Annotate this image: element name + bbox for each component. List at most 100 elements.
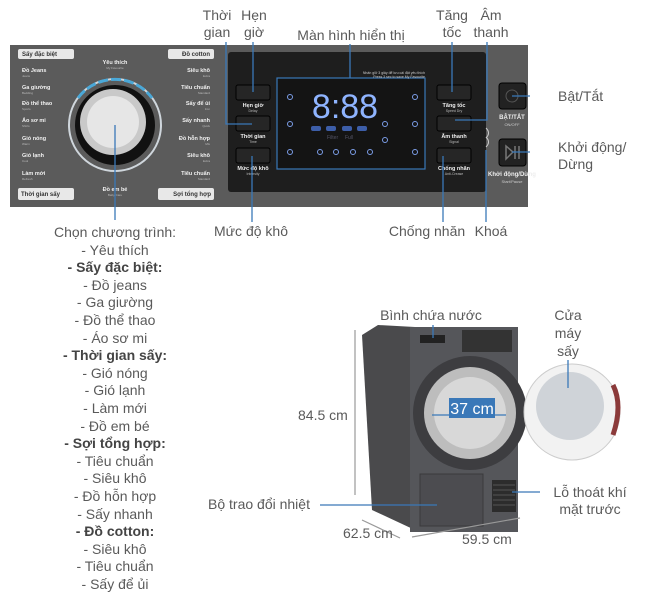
label-height: 84.5 cm: [298, 407, 348, 423]
lcd-icons: [287, 94, 418, 155]
button-label-en: Signal: [449, 140, 459, 144]
lcd-indicator-icon: [382, 121, 388, 127]
button-label: Hẹn giờ: [243, 103, 264, 109]
program-list-item: - Đồ jeans: [83, 276, 147, 293]
label-width: 59.5 cm: [462, 531, 512, 547]
program-list-item: - Đồ thể thao: [74, 311, 156, 328]
dial-option-right: Tiêu chuẩn: [181, 84, 211, 91]
program-list-item: - Sấy đặc biệt:: [67, 259, 163, 276]
lcd-segment-icon: [311, 126, 321, 131]
group-cotton: Đồ cotton: [182, 52, 210, 58]
lcd-indicator-icon: [333, 149, 339, 155]
button-label-en: Anti-Crease: [445, 172, 464, 176]
power-label: BẬT/TẮT: [499, 113, 525, 121]
dial-option-left-en: Refresh: [22, 177, 33, 181]
lcd-indicator-icon: [317, 149, 323, 155]
dial-option-left: Gió lạnh: [22, 153, 45, 159]
button-speed-dry[interactable]: [436, 84, 472, 101]
lcd-segment-icon: [342, 126, 352, 131]
button-label: Thời gian: [241, 134, 267, 140]
dial-option-left: Gió nóng: [22, 136, 46, 142]
dial-option-right-en: Quick: [202, 124, 210, 128]
dial-option-left-en: Cool: [22, 159, 29, 163]
callout-delay: Hẹn giờ: [241, 7, 267, 40]
lcd-indicator-icon: [412, 94, 418, 100]
dial-option-favourite: Yêu thích: [103, 60, 128, 66]
lcd-segment-icon: [326, 126, 336, 131]
lcd-filter: Filter: [327, 135, 338, 141]
button-label: Âm thanh: [441, 133, 467, 140]
program-list-item: - Đồ em bé: [80, 417, 150, 434]
callout-lock: Khoá: [474, 223, 508, 239]
button-label-en: Time: [249, 140, 257, 144]
group-time-box: [18, 188, 74, 200]
program-list-item: - Tiêu chuẩn: [76, 452, 154, 469]
group-special: Sấy đặc biệt: [22, 51, 57, 58]
program-list-item: - Siêu khô: [83, 470, 147, 487]
lcd-indicator-icon: [367, 149, 373, 155]
dial-option-favourite-en: My Favourite: [106, 66, 124, 70]
dial-option-left: Ga giường: [22, 85, 50, 91]
dial-option-right-en: Standard: [198, 177, 211, 181]
button-signal[interactable]: [436, 115, 472, 132]
program-list-item: - Đồ cotton:: [75, 523, 155, 540]
button-label: Mức độ khô: [237, 166, 269, 172]
program-list-item: - Tiêu chuẩn: [76, 558, 154, 575]
dial-option-right: Sấy nhanh: [182, 117, 210, 124]
dial-option-right-en: Iron: [205, 107, 211, 111]
start-label-en: Start/Pause: [502, 179, 524, 184]
button-intensity[interactable]: [235, 147, 271, 164]
label-vent: Lỗ thoát khí mặt trước: [553, 484, 627, 517]
lcd-indicator-icon: [350, 149, 356, 155]
power-label-en: ON/OFF: [504, 122, 520, 127]
program-list-item: - Thời gian sấy:: [62, 347, 168, 364]
dial-option-right: Đồ hỗn hợp: [179, 135, 211, 142]
dial-option-right-en: Mix: [205, 142, 210, 146]
lcd-indicator-icon: [287, 94, 293, 100]
dial-option-left: Đồ Jeans: [22, 68, 46, 74]
dimension-arrows: [354, 330, 521, 539]
callout-lines: [114, 42, 530, 222]
start-label: Khởi động/Dừng: [488, 172, 536, 178]
dial-option-right: Sấy để ủi: [186, 100, 211, 107]
drum-size: 37 cm: [450, 401, 494, 418]
lcd-full: Full: [345, 135, 353, 141]
program-list-item: - Sấy để ủi: [81, 575, 149, 592]
label-water-tank: Bình chứa nước: [380, 307, 482, 323]
callout-power: Bật/Tắt: [558, 88, 604, 104]
program-list-item: - Đồ hỗn hợp: [73, 487, 157, 504]
dial-option-right: Siêu khô: [187, 153, 211, 159]
lcd-digits: 8:88: [312, 88, 378, 126]
program-list-item: - Sợi tổng hợp:: [64, 435, 166, 452]
display-note-en: Press 3 sec to save My Favourite: [373, 75, 425, 79]
button-label-en: Intensity: [246, 172, 259, 176]
lcd-indicator-icon: [412, 121, 418, 127]
dryer-image: [362, 325, 621, 532]
program-list-item: - Ga giường: [76, 294, 154, 311]
dial-option-right: Tiêu chuẩn: [181, 170, 211, 177]
display-note: Nhấn giữ 3 giây để lưu cài đặt yêu thích: [363, 71, 425, 75]
callout-display: Màn hình hiển thị: [297, 27, 405, 43]
lcd-indicator-icon: [412, 149, 418, 155]
callout-anti-crease: Chống nhăn: [388, 223, 466, 239]
lcd-screen: [276, 77, 426, 170]
button-anti-crease[interactable]: [436, 147, 472, 164]
program-list-item: - Gió lạnh: [84, 382, 146, 399]
dial-option-left: Đồ thể thao: [22, 100, 53, 107]
label-depth: 62.5 cm: [343, 525, 393, 541]
dial-option-left: Làm mới: [22, 171, 46, 177]
lcd-indicator-icon: [382, 137, 388, 143]
callout-intensity: Mức độ khô: [214, 223, 288, 239]
label-heat-exchanger: Bộ trao đổi nhiệt: [208, 496, 310, 512]
dial-option-right-en: Standard: [198, 91, 211, 95]
dial-option-right-en: Extra: [203, 74, 210, 78]
button-label-en: Delay: [249, 109, 258, 113]
program-list-item: - Sấy nhanh: [77, 505, 153, 522]
dial-option-left: Áo sơ mi: [22, 117, 46, 124]
group-synthetics: Sợi tổng hợp: [173, 191, 211, 198]
lcd-indicator-icon: [287, 149, 293, 155]
callout-time: Thời gian: [202, 7, 232, 40]
program-list-item: - Áo sơ mi: [82, 329, 148, 346]
